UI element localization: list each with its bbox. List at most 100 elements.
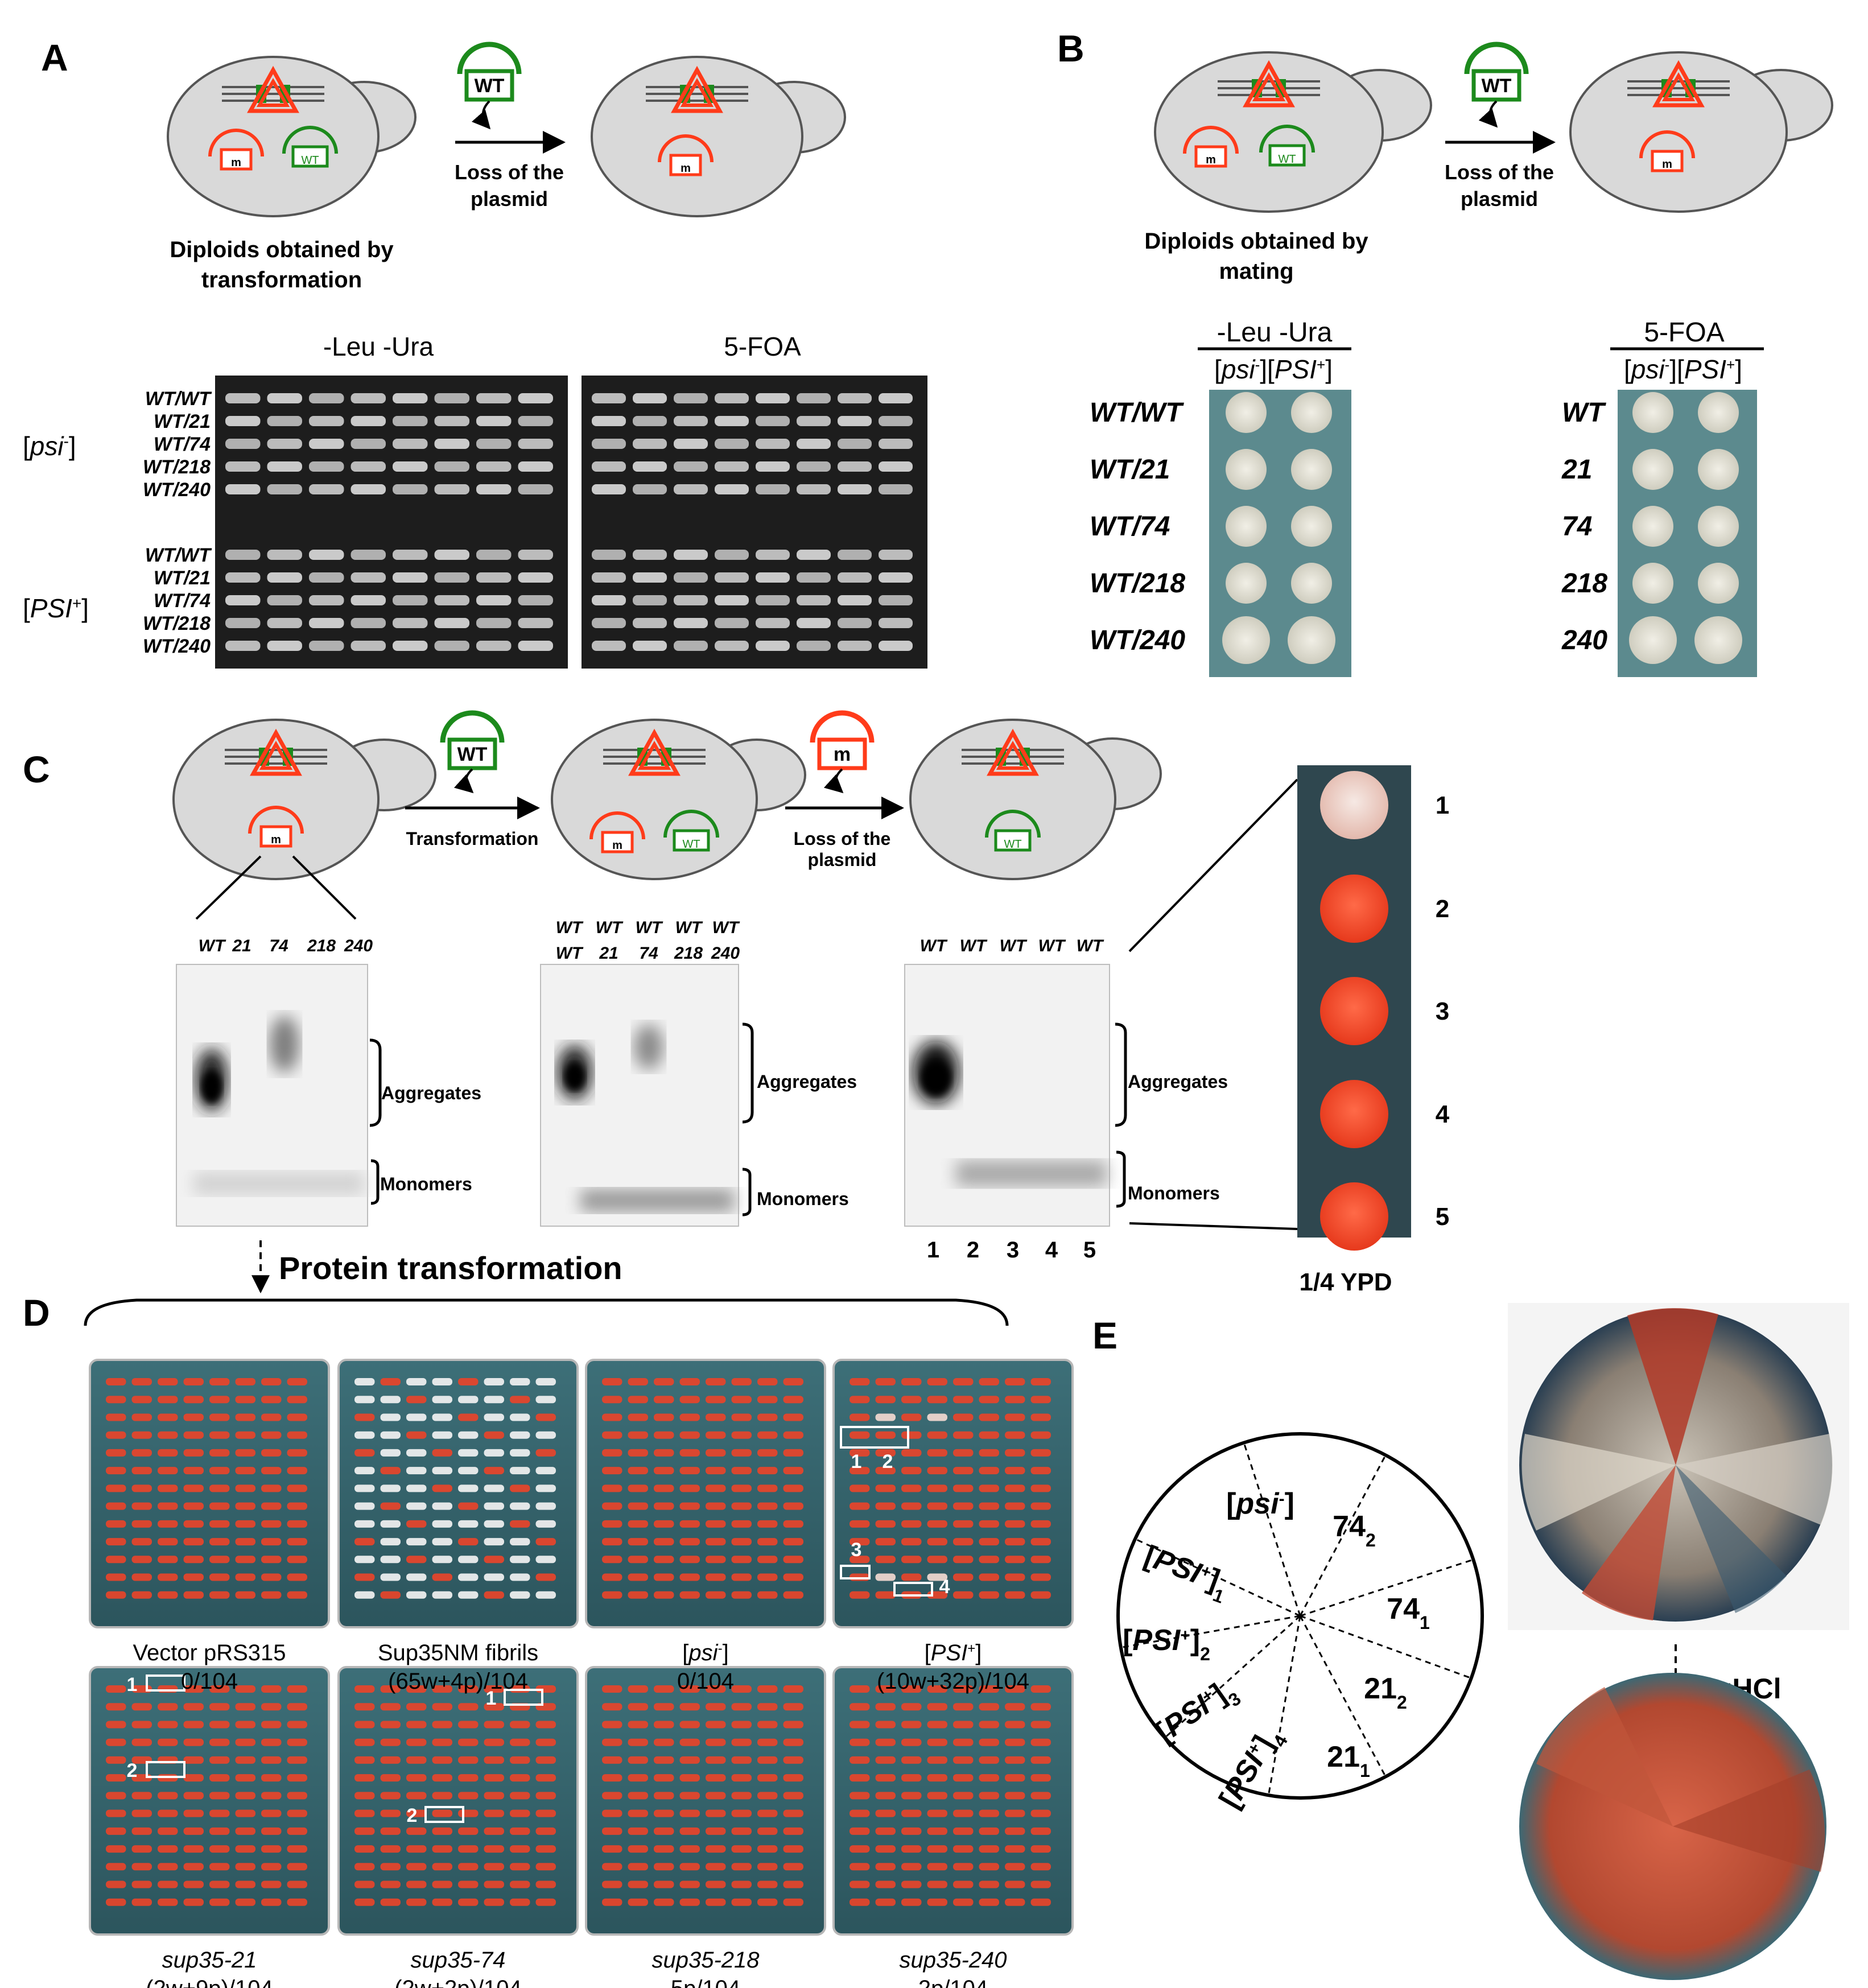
- plate-caption-count: (2w+2p)/104: [394, 1976, 521, 1988]
- streak: [797, 393, 831, 403]
- streak: [393, 439, 428, 449]
- streak: [518, 484, 553, 494]
- c-arrow-transformation: WT Transformation: [405, 710, 540, 849]
- plate-caption-name: Vector pRS315: [133, 1640, 286, 1665]
- row-label-a: WT/218: [143, 613, 211, 634]
- streak: [756, 461, 790, 472]
- streak: [879, 393, 913, 403]
- svg-text:Loss of the: Loss of the: [794, 828, 891, 849]
- row-label-a: WT/240: [143, 479, 211, 501]
- streak: [518, 439, 553, 449]
- plate-caption-count: 0/104: [181, 1669, 238, 1694]
- svg-text:Monomers: Monomers: [757, 1189, 849, 1209]
- streak: [476, 550, 512, 560]
- streak: [309, 416, 344, 426]
- streak: [633, 484, 667, 494]
- streak: [879, 572, 913, 583]
- streak: [309, 572, 344, 583]
- colony-spot: [1632, 563, 1673, 604]
- streak: [756, 641, 790, 651]
- streak: [267, 484, 302, 494]
- highlight-box: [146, 1761, 185, 1778]
- streak: [879, 641, 913, 651]
- streak: [434, 641, 469, 651]
- streak: [267, 618, 302, 628]
- streak: [633, 416, 667, 426]
- lane-label: 218: [674, 944, 703, 963]
- panel-label-a: A: [41, 36, 68, 79]
- streak: [674, 439, 708, 449]
- svg-text:mating: mating: [1219, 259, 1293, 284]
- colony-spot: [1291, 563, 1332, 604]
- colony-spot: [1291, 449, 1332, 490]
- streak: [592, 484, 626, 494]
- streak: [838, 484, 872, 494]
- streak: [797, 618, 831, 628]
- plate-caption-name: sup35-240: [899, 1948, 1007, 1973]
- streak: [715, 572, 749, 583]
- svg-text:WT: WT: [1482, 75, 1512, 97]
- streak: [592, 618, 626, 628]
- streak: [518, 393, 553, 403]
- streak: [838, 416, 872, 426]
- ypd-number: 2: [1436, 895, 1449, 923]
- colony-spot: [1226, 563, 1267, 604]
- streak: [518, 595, 553, 605]
- streak: [225, 550, 261, 560]
- lane-number: 3: [1007, 1238, 1019, 1263]
- streak: [797, 416, 831, 426]
- svg-text:Aggregates: Aggregates: [757, 1071, 857, 1092]
- row-label-a: WT/218: [143, 456, 211, 478]
- streak: [225, 618, 261, 628]
- svg-text:Monomers: Monomers: [380, 1174, 472, 1194]
- diploid-cell-after-b: m: [1569, 51, 1833, 213]
- streak: [393, 641, 428, 651]
- streak: [715, 484, 749, 494]
- streak: [838, 618, 872, 628]
- lane-label: WT: [556, 918, 584, 937]
- agar-plate: [337, 1666, 579, 1936]
- streak: [309, 618, 344, 628]
- plate-caption-count: 5p/104: [671, 1976, 740, 1988]
- streak: [225, 393, 261, 403]
- lane-label: WT: [596, 918, 624, 937]
- streak: [518, 461, 553, 472]
- streak: [350, 618, 386, 628]
- ypd-colony: [1320, 1182, 1388, 1251]
- plate-caption-name: sup35-21: [162, 1948, 257, 1973]
- agar-plate: [832, 1666, 1074, 1936]
- streaks-a: [225, 393, 913, 651]
- highlight-box-label: 1: [851, 1451, 862, 1473]
- streak: [756, 484, 790, 494]
- colony-spot: [1226, 449, 1267, 490]
- plate-caption-name: sup35-218: [651, 1948, 760, 1973]
- streak: [434, 393, 469, 403]
- streak: [838, 641, 872, 651]
- row-label-b-left: WT/21: [1090, 455, 1170, 485]
- streak: [838, 393, 872, 403]
- ypd-colony: [1320, 771, 1388, 839]
- sector-label: [PSI+]2: [1123, 1624, 1210, 1664]
- lane-label: WT: [960, 937, 988, 955]
- streak: [225, 572, 261, 583]
- row-labels-a: WT/WTWT/21WT/74WT/218WT/240WT/WTWT/21WT/…: [143, 388, 212, 657]
- plate-caption-count: 0/104: [677, 1669, 734, 1694]
- streak: [393, 461, 428, 472]
- streak: [756, 416, 790, 426]
- streak: [476, 484, 512, 494]
- diploid-cell-before: m WT: [167, 56, 417, 217]
- row-label-a: WT/74: [154, 434, 211, 455]
- streak: [476, 618, 512, 628]
- row-label-a: WT/WT: [145, 388, 212, 410]
- lane-number: 5: [1083, 1238, 1096, 1263]
- panel-e: E [psi-]742741212211[PSI+]4[PSI+]3[PSI+]…: [1092, 1303, 1849, 1980]
- row-label-a: WT/240: [143, 636, 211, 657]
- streak: [633, 461, 667, 472]
- colony-spot: [1698, 449, 1739, 490]
- lane-label: 240: [711, 944, 740, 963]
- streak: [393, 550, 428, 560]
- streak: [879, 439, 913, 449]
- ypd-spots: [1320, 771, 1388, 1251]
- colony-spot: [1288, 616, 1335, 664]
